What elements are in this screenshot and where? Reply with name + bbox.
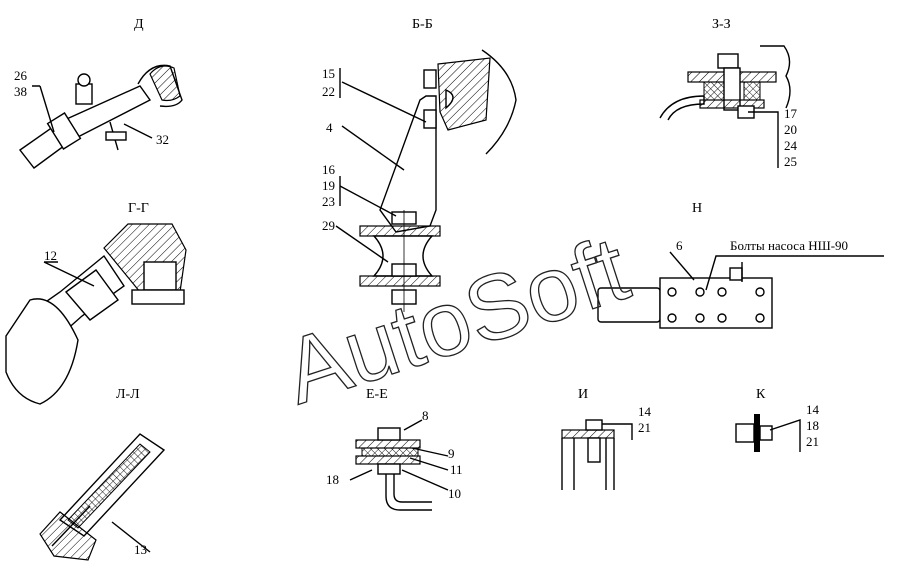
label-14-i: 14 (638, 404, 652, 419)
label-24: 24 (784, 138, 798, 153)
view-n-plate (659, 277, 773, 329)
view-gg-title: Г-Г (128, 201, 149, 216)
view-gg: Г-Г 12 (5, 201, 187, 405)
label-8: 8 (422, 408, 429, 423)
view-k: К 14 18 21 (735, 387, 820, 452)
view-zz: З-З 17 20 24 25 (659, 17, 798, 169)
label-18: 18 (326, 472, 339, 487)
label-32: 32 (156, 132, 169, 147)
label-26: 26 (14, 68, 28, 83)
view-n-title: Н (692, 201, 702, 216)
label-23: 23 (322, 194, 335, 209)
label-6: 6 (676, 238, 683, 253)
view-i: И 14 21 (561, 387, 652, 490)
view-n: Н 6 Болты насоса НШ-90 (597, 201, 884, 329)
view-ll: Л-Л 13 (39, 387, 166, 561)
view-k-title: К (756, 387, 766, 402)
label-21-i: 21 (638, 420, 651, 435)
label-21-k: 21 (806, 434, 819, 449)
label-4: 4 (326, 120, 333, 135)
view-bb-frame-section (437, 57, 491, 131)
view-n-note: Болты насоса НШ-90 (730, 238, 848, 253)
label-10: 10 (448, 486, 461, 501)
view-i-title: И (578, 387, 588, 402)
label-38: 38 (14, 84, 27, 99)
view-bb-title: Б-Б (412, 17, 433, 32)
view-ee-pipe (385, 474, 432, 511)
view-d: Д 26 38 32 (14, 17, 183, 169)
label-9: 9 (448, 446, 455, 461)
label-22: 22 (322, 84, 335, 99)
label-13: 13 (134, 542, 147, 557)
label-18-k: 18 (806, 418, 819, 433)
view-bb: Б-Б 15 22 4 16 19 23 29 (322, 17, 517, 312)
label-29: 29 (322, 218, 335, 233)
label-20: 20 (784, 122, 797, 137)
label-15: 15 (322, 66, 335, 81)
view-d-title: Д (134, 17, 144, 32)
label-25: 25 (784, 154, 797, 169)
label-11: 11 (450, 462, 463, 477)
view-zz-title: З-З (712, 17, 731, 32)
label-16: 16 (322, 162, 336, 177)
label-17: 17 (784, 106, 798, 121)
label-12: 12 (44, 248, 57, 263)
view-ee-title: Е-Е (366, 387, 388, 402)
view-gg-cylinder (5, 298, 79, 405)
view-ll-title: Л-Л (116, 387, 140, 402)
view-ee: Е-Е 8 9 11 18 10 (326, 387, 463, 511)
label-14-k: 14 (806, 402, 820, 417)
label-19: 19 (322, 178, 335, 193)
view-n-bolts (667, 287, 765, 323)
